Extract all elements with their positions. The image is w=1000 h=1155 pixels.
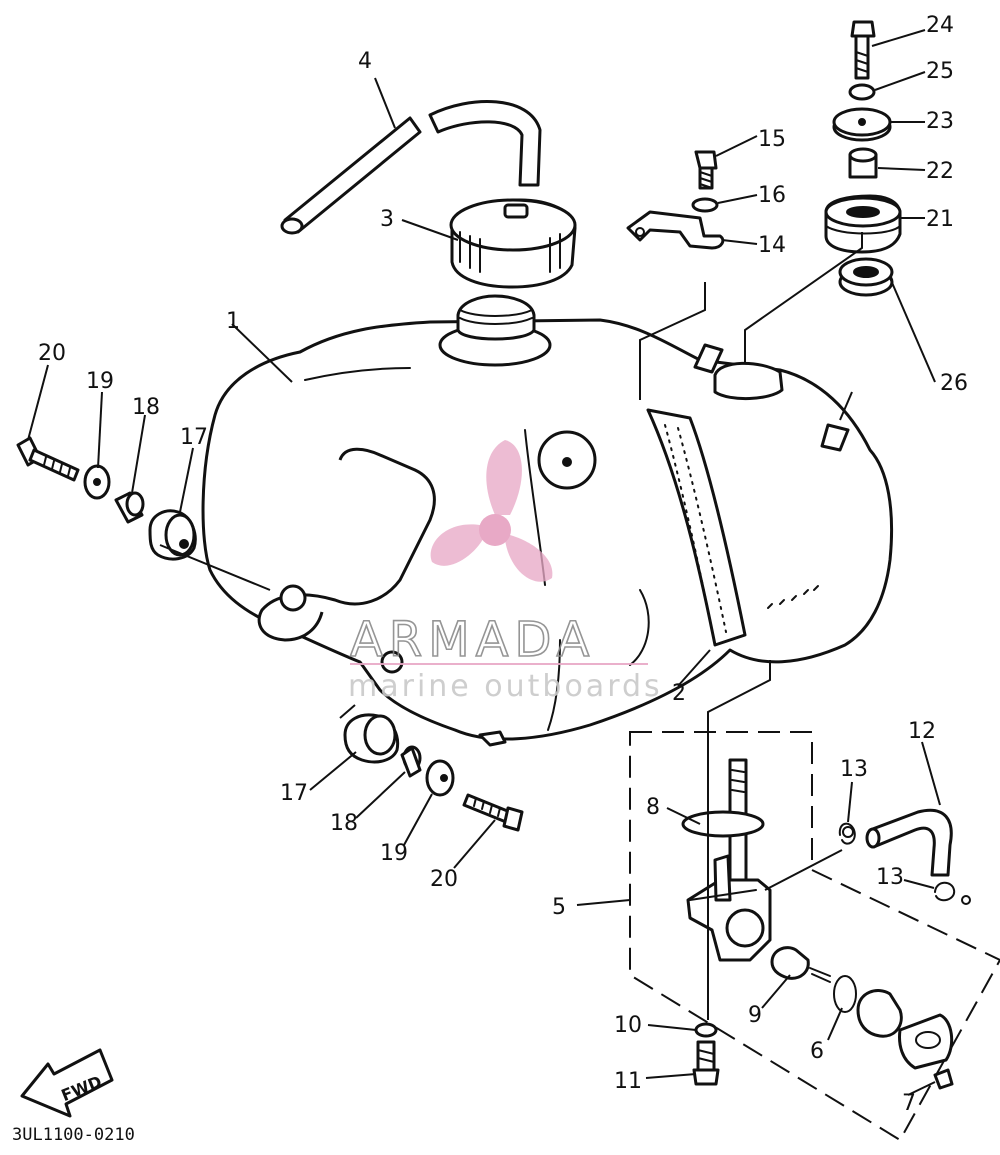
callout-labels: 1 2 3 4 5 6 7 8 9 10 11 12 13 13 14 15 1… (38, 13, 968, 1116)
callout-18-lower: 18 (330, 811, 358, 836)
forward-arrow-icon: FWD (20, 1048, 114, 1118)
callout-16: 16 (758, 183, 786, 208)
callout-23: 23 (926, 109, 954, 134)
callout-21: 21 (926, 207, 954, 232)
fuel-cock-box (629, 731, 1000, 1142)
grommet-26 (838, 257, 894, 297)
fwd-label: FWD (59, 1072, 105, 1105)
callout-13-lower: 13 (876, 865, 904, 890)
callout-14: 14 (758, 233, 786, 258)
watermark-tagline: marine outboards (348, 669, 663, 704)
callout-17-upper: 17 (180, 425, 208, 450)
damper-strip (646, 408, 747, 647)
propeller-logo-icon (430, 440, 553, 582)
callout-15: 15 (758, 127, 786, 152)
fuel-cock-internals (770, 946, 954, 1090)
callout-19-lower: 19 (380, 841, 408, 866)
tank-bracket (626, 150, 725, 250)
callout-9: 9 (748, 1003, 762, 1028)
callout-8: 8 (646, 795, 660, 820)
callout-7: 7 (902, 1091, 916, 1116)
callout-5: 5 (552, 895, 566, 920)
callout-20-upper: 20 (38, 341, 66, 366)
watermark-brand: ARMADA (350, 612, 595, 668)
callout-2: 2 (672, 681, 686, 706)
callout-3: 3 (380, 207, 394, 232)
callout-11: 11 (614, 1069, 642, 1094)
rear-mount-stack (824, 20, 902, 254)
callout-13-upper: 13 (840, 757, 868, 782)
callout-20-lower: 20 (430, 867, 458, 892)
callout-4: 4 (358, 49, 372, 74)
callout-12: 12 (908, 719, 936, 744)
left-mount-lower (343, 713, 524, 832)
callout-10: 10 (614, 1013, 642, 1038)
callout-18-upper: 18 (132, 395, 160, 420)
left-mount-upper (16, 436, 197, 561)
callout-17-lower: 17 (280, 781, 308, 806)
leader-lines (27, 29, 941, 1096)
callout-24: 24 (926, 13, 954, 38)
callout-6: 6 (810, 1039, 824, 1064)
diagram-code: 3UL1100-0210 (12, 1125, 135, 1145)
fuel-cock (681, 758, 772, 962)
fuel-hose (838, 808, 971, 905)
breather-hose (280, 100, 542, 235)
callout-22: 22 (926, 159, 954, 184)
callout-25: 25 (926, 59, 954, 84)
callout-19-upper: 19 (86, 369, 114, 394)
cock-screw (692, 1022, 720, 1086)
callout-1: 1 (226, 309, 240, 334)
fuel-cap (449, 198, 577, 289)
armada-watermark: ARMADA marine outboards (348, 440, 663, 704)
callout-26: 26 (940, 371, 968, 396)
